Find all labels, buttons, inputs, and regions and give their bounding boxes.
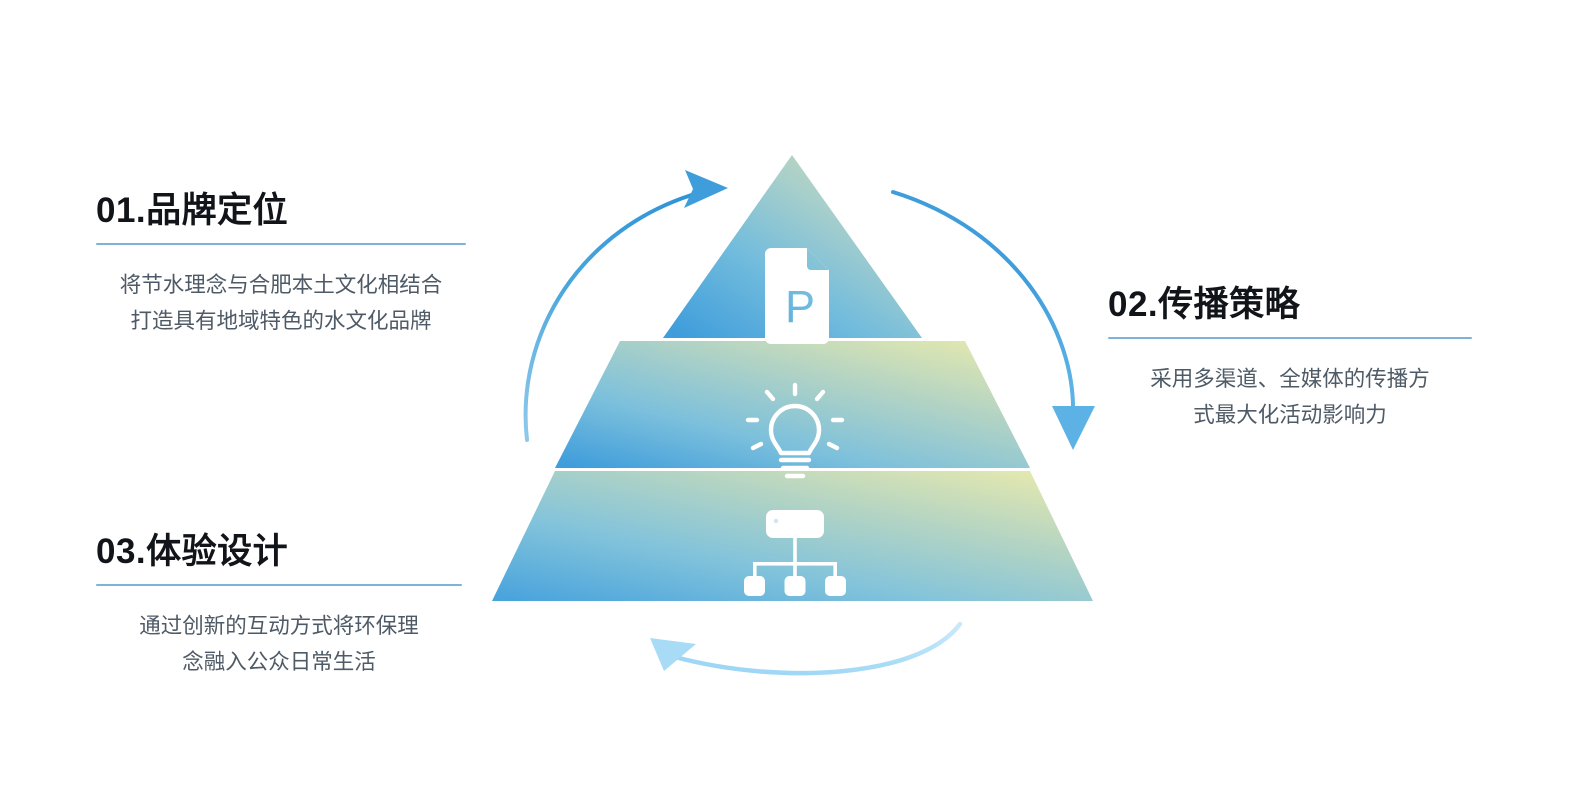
block-01-body-line-1: 将节水理念与合肥本土文化相结合 xyxy=(119,272,443,297)
block-03-title: 03.体验设计 xyxy=(96,532,289,571)
info-block-03: 03.体验设计 通过创新的互动方式将环保理 念融入公众日常生活 xyxy=(96,532,462,682)
bottom-arrow-icon xyxy=(650,621,963,676)
document-p-icon xyxy=(470,130,1120,730)
block-01-title: 01.品牌定位 xyxy=(96,191,289,230)
right-arrow-icon xyxy=(891,190,1095,450)
block-02-body-line-2: 式最大化活动影响力 xyxy=(1193,403,1387,428)
block-03-body-line-2: 念融入公众日常生活 xyxy=(182,650,376,675)
block-01-body: 将节水理念与合肥本土文化相结合 打造具有地域特色的水文化品牌 xyxy=(96,267,466,341)
block-01-divider xyxy=(96,242,466,245)
block-01-body-line-2: 打造具有地域特色的水文化品牌 xyxy=(130,309,432,334)
block-03-body-line-1: 通过创新的互动方式将环保理 xyxy=(139,613,419,638)
block-03-body: 通过创新的互动方式将环保理 念融入公众日常生活 xyxy=(96,608,462,682)
block-03-divider xyxy=(96,583,462,586)
left-arrow-icon xyxy=(523,170,728,442)
block-02-body: 采用多渠道、全媒体的传播方 式最大化活动影响力 xyxy=(1108,361,1472,435)
info-block-01: 01.品牌定位 将节水理念与合肥本土文化相结合 打造具有地域特色的水文化品牌 xyxy=(96,191,466,341)
block-02-title: 02.传播策略 xyxy=(1108,285,1301,324)
pyramid-diagram: P xyxy=(470,130,1120,730)
info-block-02: 02.传播策略 采用多渠道、全媒体的传播方 式最大化活动影响力 xyxy=(1108,285,1472,435)
block-02-body-line-1: 采用多渠道、全媒体的传播方 xyxy=(1150,366,1430,391)
block-02-divider xyxy=(1108,336,1472,339)
